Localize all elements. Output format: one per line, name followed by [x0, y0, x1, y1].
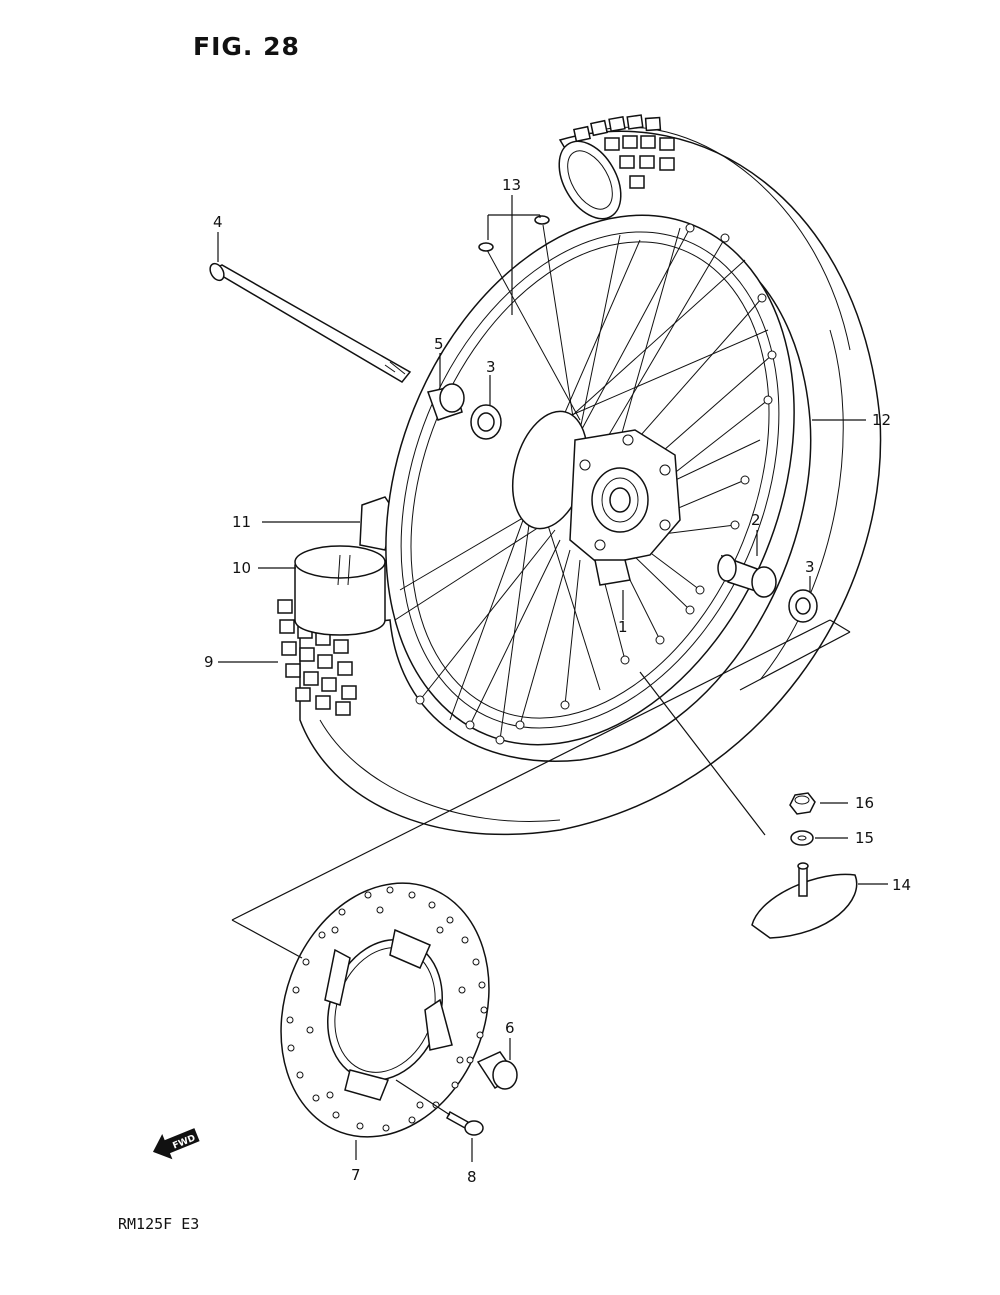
axle-spacer-left — [427, 383, 465, 421]
valve-nut — [789, 792, 816, 815]
valve-washer — [790, 830, 814, 846]
front-axle — [209, 262, 412, 383]
figure-title: FIG. 28 — [193, 32, 300, 61]
callout-3-left: 3 — [486, 358, 496, 376]
callout-4: 4 — [213, 213, 223, 231]
wheel-hub — [512, 410, 681, 586]
callout-12: 12 — [872, 411, 891, 429]
callout-8: 8 — [467, 1168, 477, 1186]
spoke-nipple-right — [534, 215, 550, 225]
rim-nipples — [415, 223, 777, 745]
disc-spacer — [476, 1051, 518, 1090]
callout-16: 16 — [855, 794, 874, 812]
disc-bolt — [446, 1110, 484, 1136]
callout-10: 10 — [232, 559, 251, 577]
bearing-right — [788, 589, 818, 623]
callout-6: 6 — [505, 1019, 515, 1037]
leader-lines — [217, 195, 888, 1162]
tire-section-top — [558, 140, 622, 220]
tire-tread-top — [573, 114, 675, 189]
disc-holes — [286, 886, 488, 1132]
model-code: RM125F E3 — [118, 1215, 200, 1233]
bearing-left — [470, 404, 502, 440]
tire — [277, 114, 882, 836]
callout-15: 15 — [855, 829, 874, 847]
spoke-nipple-left — [478, 242, 494, 252]
callout-3-right: 3 — [805, 558, 815, 576]
hub-spacer — [717, 554, 777, 598]
fwd-arrow-icon: FWD — [152, 1128, 200, 1160]
callout-2: 2 — [751, 511, 761, 529]
callout-11: 11 — [232, 513, 251, 531]
callout-5: 5 — [434, 335, 444, 353]
callout-9: 9 — [204, 653, 214, 671]
callout-14: 14 — [892, 876, 911, 894]
tire-tread-bottom — [277, 599, 357, 716]
inner-tube — [294, 545, 386, 636]
callout-1: 1 — [618, 618, 628, 636]
tube-valve — [751, 862, 858, 939]
callout-13: 13 — [502, 176, 521, 194]
callout-labels: 4 5 3 13 12 2 3 1 11 10 9 16 15 14 6 7 8 — [204, 176, 911, 1186]
brake-disc — [280, 882, 490, 1138]
valve-leader — [639, 671, 766, 836]
callout-7: 7 — [351, 1166, 361, 1184]
projection-lines — [231, 619, 851, 959]
